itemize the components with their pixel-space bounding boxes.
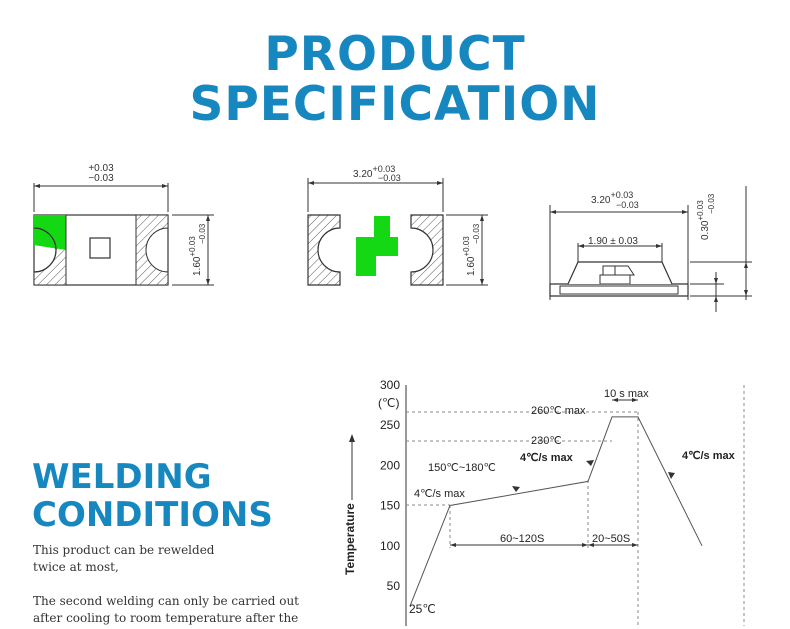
welding-title-line1: WELDING xyxy=(32,457,212,497)
ten-second-arrowhead-right xyxy=(632,398,638,402)
soak-time-arrowhead-left xyxy=(450,543,456,547)
ann-soak-range: 150℃~180℃ xyxy=(428,462,496,474)
side-width-label: 3.20 xyxy=(591,195,611,206)
ann-ramp-peak: 4℃/s max xyxy=(520,452,574,464)
ann-10s-max: 10 s max xyxy=(604,388,649,400)
y-tick-label: 50 xyxy=(387,579,401,593)
page-title: PRODUCT SPECIFICATION xyxy=(0,30,790,130)
welding-note-2-line1: The second welding can only be carried o… xyxy=(33,594,299,608)
top-width-tol-plus: +0.03 xyxy=(88,163,114,174)
svg-text:1.60+0.03: 1.60+0.03 xyxy=(188,236,203,276)
svg-text:0.30+0.03: 0.30+0.03 xyxy=(696,200,711,240)
title-line-product: PRODUCT xyxy=(264,27,526,82)
y-unit-label: (℃) xyxy=(378,396,399,410)
bottom-width-tol-plus: +0.03 xyxy=(372,164,395,174)
welding-note-1-line2: twice at most, xyxy=(33,560,119,574)
reflow-profile-chart: Temperature (℃) 300 250 200 150 100 50 10 s m… xyxy=(343,378,745,626)
y-tick-label: 250 xyxy=(380,418,400,432)
top-height-tol-plus: +0.03 xyxy=(188,236,197,257)
soak-time-arrowhead-right xyxy=(582,543,588,547)
rate-arrow-ramp-start xyxy=(512,486,520,492)
top-height-label: 1.60 xyxy=(192,256,203,276)
y-tick-label: 100 xyxy=(380,539,400,553)
y-tick-label: 300 xyxy=(380,378,400,392)
bottom-width-label: 3.20 xyxy=(353,169,373,180)
y-tick-label: 150 xyxy=(380,499,400,513)
ann-ramp-start: 4℃/s max xyxy=(414,488,465,500)
welding-title-line2: CONDITIONS xyxy=(32,495,273,535)
peak-time-arrowhead-right xyxy=(632,543,638,547)
y-axis-title: Temperature xyxy=(343,503,357,575)
side-view-drawing: 3.20+0.03 −0.03 1.90 ± 0.03 0.30+0.03 −0… xyxy=(549,186,752,312)
rate-arrow-cooling xyxy=(668,472,675,479)
y-tick-label: 200 xyxy=(380,458,400,472)
bottom-height-tol-minus: −0.03 xyxy=(472,223,481,244)
welding-note-1-line1: This product can be rewelded xyxy=(33,543,215,557)
top-view-drawing: +0.03 −0.03 1.60+0.03 −0.03 xyxy=(33,163,214,286)
bottom-view-drawing: 3.20+0.03 −0.03 1.60+0.03 −0.03 xyxy=(307,164,488,286)
bottom-width-tol-minus: −0.03 xyxy=(378,173,401,183)
pad-green-bottom xyxy=(356,216,398,276)
y-axis-arrow xyxy=(349,434,355,442)
peak-time-arrowhead-left xyxy=(588,543,594,547)
side-thickness-label: 0.30 xyxy=(700,220,711,240)
bottom-height-label: 1.60 xyxy=(466,256,477,276)
title-line-specification: SPECIFICATION xyxy=(189,77,601,132)
welding-conditions-heading: WELDING CONDITIONS xyxy=(32,458,273,534)
ann-start-temp: 25℃ xyxy=(409,602,436,616)
bottom-height-tol-plus: +0.03 xyxy=(462,236,471,257)
side-thickness-tol-plus: +0.03 xyxy=(696,200,705,221)
welding-note-2: The second welding can only be carried o… xyxy=(33,593,299,627)
top-height-tol-minus: −0.03 xyxy=(198,223,207,244)
welding-note-1: This product can be rewelded twice at mo… xyxy=(33,542,214,576)
svg-text:1.60+0.03: 1.60+0.03 xyxy=(462,236,477,276)
svg-text:3.20+0.03: 3.20+0.03 xyxy=(591,190,633,206)
svg-text:3.20+0.03: 3.20+0.03 xyxy=(353,164,395,180)
package-drawings: +0.03 −0.03 1.60+0.03 −0.03 3.20+0.03 −0… xyxy=(33,163,752,312)
ann-260-max: 260℃ max xyxy=(531,405,586,417)
reflow-profile-curve xyxy=(409,416,703,607)
welding-note-2-line2: after cooling to room temperature after … xyxy=(33,611,299,625)
ann-soak-time: 60~120S xyxy=(500,533,544,545)
top-width-tol-minus: −0.03 xyxy=(88,173,114,184)
y-ticks: 300 250 200 150 100 50 xyxy=(380,378,400,593)
side-width-tol-plus: +0.03 xyxy=(610,190,633,200)
rate-arrow-ramp-peak xyxy=(586,460,594,466)
ten-second-arrowhead-left xyxy=(612,398,618,402)
ann-peak-time: 20~50S xyxy=(592,533,630,545)
ann-230: 230℃ xyxy=(531,435,562,447)
ann-cooling-rate: 4℃/s max xyxy=(682,450,736,462)
side-width-tol-minus: −0.03 xyxy=(616,200,639,210)
side-thickness-tol-minus: −0.03 xyxy=(707,193,716,214)
side-inner-label: 1.90 ± 0.03 xyxy=(588,236,638,247)
